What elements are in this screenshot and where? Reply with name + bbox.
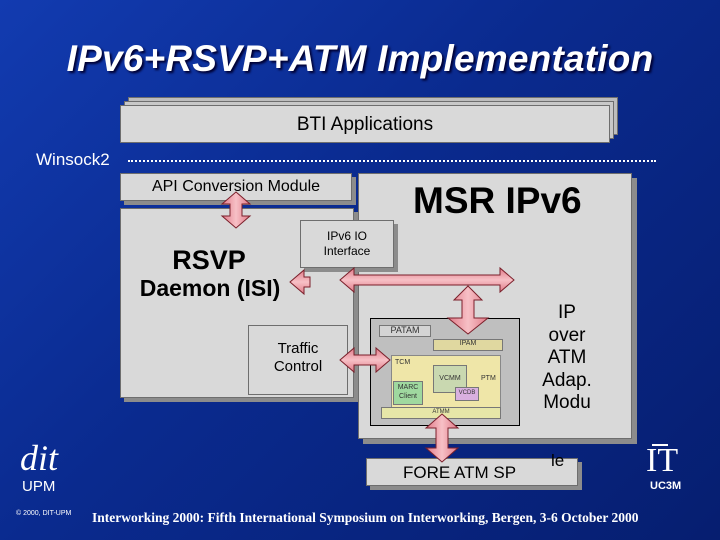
ipv6io-msr-arrow — [339, 266, 515, 294]
ip-over-atm-line-2: over — [548, 325, 586, 346]
traffic-control-box: Traffic Control — [248, 325, 348, 395]
ip-over-atm-line-4: Adap. — [542, 370, 592, 391]
atmm-label: ATMM — [432, 409, 450, 415]
ipv6-io-label-1: IPv6 IO — [326, 229, 367, 243]
ip-over-atm-line-6: le — [551, 451, 565, 470]
marc-client-box: MARC Client — [393, 381, 423, 405]
patam-label: PATAM — [390, 325, 420, 335]
rsvp-label: RSVP — [172, 245, 246, 275]
api-rsvp-arrow — [220, 191, 252, 229]
bti-applications-box: BTI Applications — [120, 105, 610, 143]
winsock2-label: Winsock2 — [36, 150, 110, 169]
winsock2-divider — [128, 160, 656, 162]
marc-label: MARC — [397, 384, 419, 391]
bti-applications-label: BTI Applications — [296, 114, 434, 135]
patam-box: PATAM — [379, 325, 431, 337]
slide-title: IPv6+RSVP+ATM Implementation — [66, 38, 654, 79]
ipam-label: IPAM — [459, 340, 477, 347]
dit-logo: dit — [20, 438, 59, 478]
ptm-label: PTM — [481, 375, 496, 382]
rsvp-ipv6io-arrow — [289, 268, 311, 296]
ipv6-io-interface-box: IPv6 IO Interface — [300, 220, 394, 268]
it-logo: IT — [646, 442, 679, 479]
vcdb-label: VCDB — [458, 390, 476, 396]
traffic-atm-arrow — [339, 346, 391, 374]
it-logo-bar — [652, 444, 668, 446]
uc3m-logo-label: UC3M — [650, 480, 682, 492]
slide-footer: Interworking 2000: Fifth International S… — [92, 510, 639, 525]
client-label: Client — [399, 393, 417, 400]
ip-over-atm-line-3: ATM — [547, 347, 587, 368]
tcm-label: TCM — [395, 359, 411, 366]
ipv6-io-label-2: Interface — [323, 244, 371, 258]
ip-over-atm-line-5: Modu — [543, 392, 591, 413]
rsvp-daemon-label: Daemon (ISI) — [139, 275, 281, 301]
traffic-control-label-2: Control — [273, 358, 323, 375]
fore-atm-sp-box: FORE ATM SP le — [366, 451, 578, 486]
api-conversion-label: API Conversion Module — [151, 178, 321, 195]
vcmm-label: VCMM — [439, 375, 461, 382]
traffic-control-label-1: Traffic — [277, 340, 319, 357]
vcdb-box: VCDB — [455, 387, 479, 401]
ipam-box: IPAM — [433, 339, 503, 351]
atm-stack-diagram: PATAM IPAM TCM VCMM PTM MARC Client VCDB… — [370, 318, 520, 426]
ip-over-atm-line-1: IP — [558, 302, 576, 323]
msr-ipv6-label: MSR IPv6 — [413, 180, 582, 221]
copyright-text: © 2000, DIT-UPM — [16, 510, 72, 517]
atm-fore-arrow — [424, 413, 460, 463]
msr-atm-arrow — [446, 285, 490, 335]
upm-logo-label: UPM — [22, 478, 56, 495]
fore-atm-label: FORE ATM SP — [403, 463, 517, 482]
